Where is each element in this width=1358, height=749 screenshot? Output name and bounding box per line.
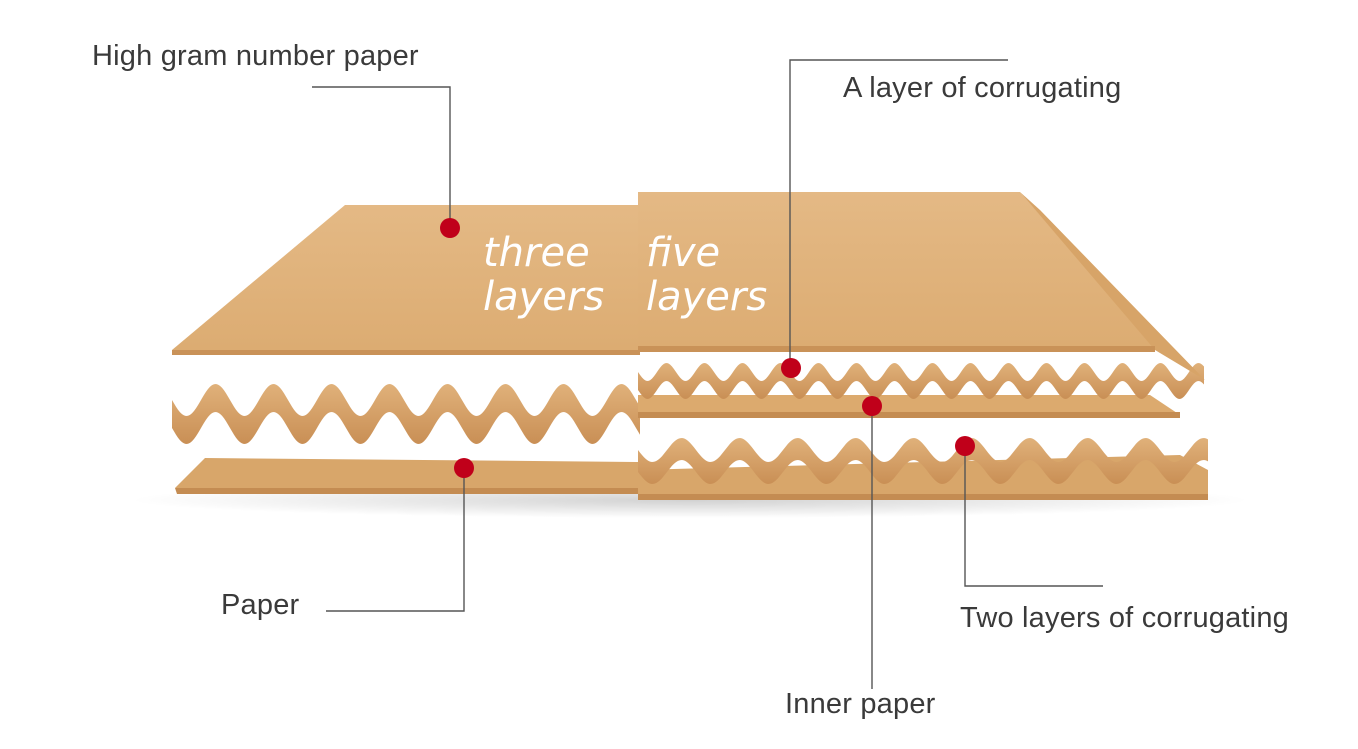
left-bottom-liner-edge xyxy=(175,488,640,494)
marker-dots xyxy=(440,218,975,478)
leader-line-paper xyxy=(326,468,465,612)
label-corrugating-one-layer: A layer of corrugating xyxy=(843,72,1122,104)
board-text-layers-right: layers xyxy=(646,274,767,320)
right-lower-corrugating xyxy=(638,438,1208,484)
label-corrugating-two-layers: Two layers of corrugating xyxy=(960,602,1289,634)
marker-inner-paper xyxy=(862,396,882,416)
right-top-liner xyxy=(638,192,1155,348)
board-text-five: five xyxy=(646,230,720,276)
leader-line-corrugating-one xyxy=(789,59,1008,368)
right-upper-corrugating xyxy=(638,363,1204,399)
right-inner-liner-edge xyxy=(638,412,1180,418)
marker-paper xyxy=(454,458,474,478)
leader-lines xyxy=(312,59,1103,689)
leader-line-high-gram xyxy=(312,86,451,228)
left-bottom-liner xyxy=(175,458,640,488)
right-bottom-liner-edge xyxy=(638,494,1208,500)
left-top-liner xyxy=(172,205,640,350)
marker-high-gram xyxy=(440,218,460,238)
label-high-gram-paper: High gram number paper xyxy=(92,40,419,72)
right-top-liner-side xyxy=(1020,192,1205,380)
board-text-layers-left: layers xyxy=(483,274,604,320)
left-corrugating-medium xyxy=(172,384,640,444)
right-top-liner-edge xyxy=(638,346,1155,352)
marker-corrugating-one xyxy=(781,358,801,378)
right-inner-liner xyxy=(638,395,1180,415)
label-inner-paper: Inner paper xyxy=(785,688,936,720)
label-paper: Paper xyxy=(221,589,300,621)
leader-line-corrugating-two xyxy=(964,446,1103,587)
board-text-three: three xyxy=(483,230,590,276)
marker-corrugating-two xyxy=(955,436,975,456)
left-top-liner-edge xyxy=(172,350,640,355)
